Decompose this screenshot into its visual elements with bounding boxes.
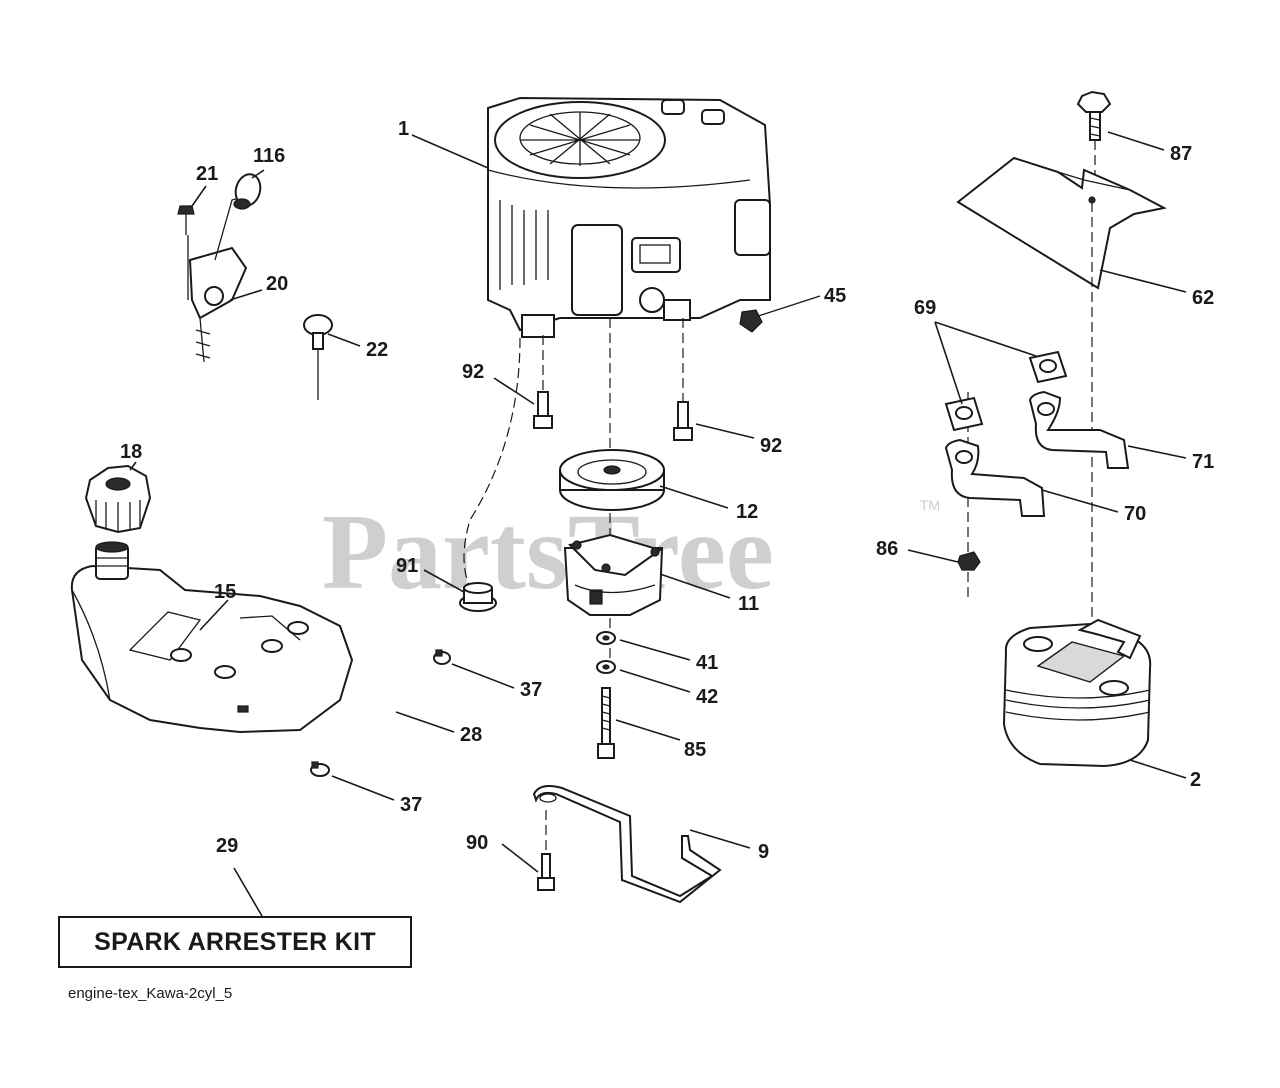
watermark-brand: PartsTree [322, 493, 774, 612]
bolt-85 [597, 687, 615, 759]
callout-71: 71 [1192, 451, 1214, 473]
pto-clutch-11 [563, 533, 664, 616]
exhaust-pipe-70 [944, 438, 1046, 517]
bushing-91 [459, 582, 497, 612]
callout-92-left: 92 [462, 361, 484, 383]
callout-86: 86 [876, 538, 898, 560]
choke-knob-22 [303, 314, 333, 400]
callout-92-right: 92 [760, 435, 782, 457]
callout-41: 41 [696, 652, 718, 674]
bolt-92-left [533, 391, 553, 429]
callout-2: 2 [1190, 769, 1201, 791]
washer-41 [596, 631, 616, 645]
callout-22: 22 [366, 339, 388, 361]
callout-42: 42 [696, 686, 718, 708]
diagram-id-label: engine-tex_Kawa-2cyl_5 [68, 985, 233, 1002]
fuel-cap-18 [84, 464, 152, 534]
callout-37-lower: 37 [400, 794, 422, 816]
hose-clamp-37-lower [310, 761, 330, 777]
callout-1: 1 [398, 118, 409, 140]
callout-69: 69 [914, 297, 936, 319]
callout-20: 20 [266, 273, 288, 295]
spark-arrester-kit-box: SPARK ARRESTER KIT [58, 916, 412, 968]
callout-18: 18 [120, 441, 142, 463]
nut-86 [957, 551, 981, 571]
fuel-tank-15 [70, 541, 354, 734]
engine-part [487, 96, 771, 338]
callout-11: 11 [738, 593, 759, 615]
callout-70: 70 [1124, 503, 1146, 525]
callout-15: 15 [214, 581, 236, 603]
callout-29: 29 [216, 835, 238, 857]
callout-90: 90 [466, 832, 488, 854]
screw-21 [177, 205, 195, 235]
bracket-9 [532, 785, 722, 904]
callout-91: 91 [396, 555, 418, 577]
spark-arrester-kit-label: SPARK ARRESTER KIT [94, 927, 376, 956]
callout-87: 87 [1170, 143, 1192, 165]
callout-62: 62 [1192, 287, 1214, 309]
callout-116: 116 [253, 145, 285, 167]
muffler-2 [1002, 618, 1152, 768]
fuel-line-28 [332, 658, 439, 762]
engine-hose-guide [463, 337, 521, 589]
callout-28: 28 [460, 724, 482, 746]
heat-shield-62 [956, 156, 1167, 290]
exhaust-pipe-71 [1028, 390, 1130, 469]
callout-21: 21 [196, 163, 218, 185]
callout-9: 9 [758, 841, 769, 863]
leader-lines [129, 131, 1187, 917]
bolt-92-right [673, 401, 693, 441]
throttle-control-part [187, 194, 251, 363]
hose-clamp-37-upper [433, 649, 451, 665]
pulley-12 [559, 449, 665, 511]
washer-42 [596, 660, 616, 674]
gasket-69-lower [944, 396, 984, 432]
bolt-45 [739, 295, 821, 333]
gasket-69-upper [1028, 350, 1068, 384]
callout-45: 45 [824, 285, 846, 307]
knob-87 [1076, 90, 1112, 141]
watermark-trademark: TM [920, 497, 940, 513]
callout-85: 85 [684, 739, 706, 761]
callout-12: 12 [736, 501, 758, 523]
callout-37-upper: 37 [520, 679, 542, 701]
bolt-90 [537, 853, 555, 891]
knob-116 [233, 173, 262, 210]
